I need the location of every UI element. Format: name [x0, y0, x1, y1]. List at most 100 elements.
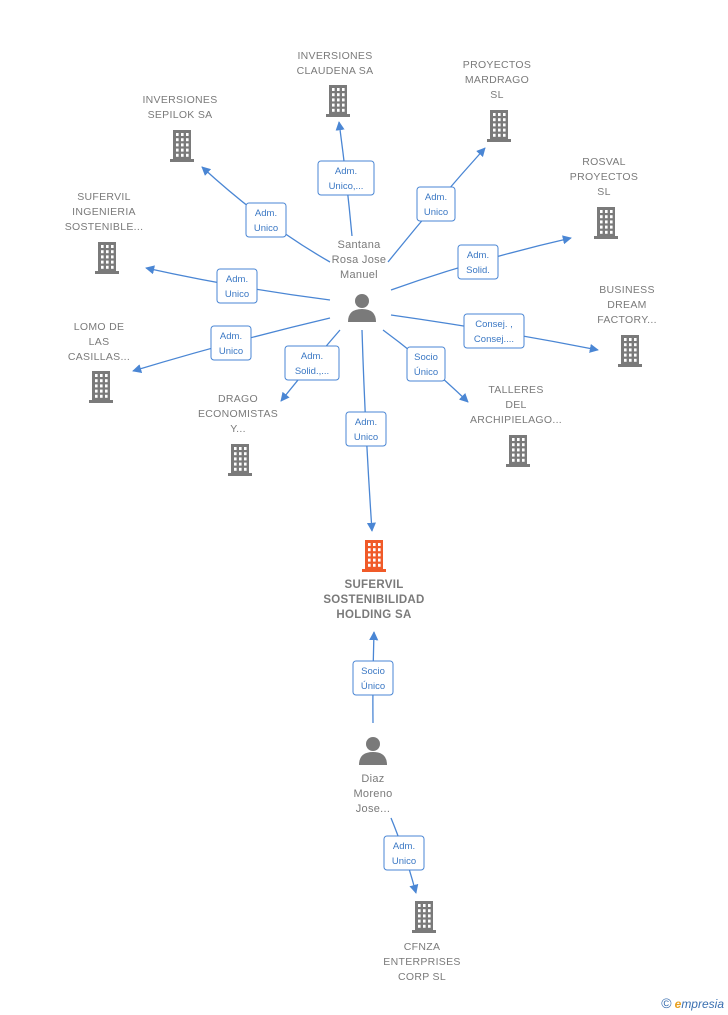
building-icon [618, 335, 642, 367]
relation-label-box [245, 202, 287, 238]
company-node-sufervil_holding[interactable]: SUFERVIL SOSTENIBILIDAD HOLDING SA [323, 540, 424, 621]
building-icon [362, 540, 386, 572]
node-label-line: Jose... [356, 803, 391, 815]
node-label-line: CLAUDENA SA [297, 65, 374, 77]
relation-label-line: Único [414, 367, 438, 378]
node-label-line: Y... [230, 423, 246, 435]
company-node-drago[interactable]: DRAGOECONOMISTASY... [198, 393, 278, 476]
node-label-line: Manuel [340, 269, 378, 281]
node-label-line: SOSTENIBILIDAD [323, 594, 424, 606]
node-label-line: MARDRAGO [465, 74, 529, 86]
node-label-line: SL [597, 186, 610, 198]
node-label-line: SL [490, 89, 503, 101]
relation-label[interactable]: Adm.Unico [345, 411, 387, 447]
relation-label[interactable]: Adm. Unico,... [317, 160, 375, 196]
node-label-line: SOSTENIBLE... [65, 221, 144, 233]
relation-label-line: Único [361, 681, 385, 692]
person-icon [359, 737, 387, 765]
node-label-line: ARCHIPIELAGO... [470, 414, 562, 426]
node-label-line: INVERSIONES [297, 50, 372, 62]
relation-label-line: Adm. [355, 417, 377, 428]
relation-label-box [210, 325, 252, 361]
relation-label-line: Adm. [226, 274, 248, 285]
node-label-line: FACTORY... [597, 314, 657, 326]
relation-label-box [463, 313, 525, 349]
company-node-sufervil_ing[interactable]: SUFERVIL INGENIERIA SOSTENIBLE... [65, 191, 144, 274]
relation-label-line: Solid. [466, 265, 490, 276]
node-label-line: INGENIERIA [72, 206, 136, 218]
brand-name: mpresia [681, 997, 724, 1011]
relation-label-line: Adm. [301, 351, 323, 362]
relation-label-line: Unico [254, 223, 278, 234]
node-label-line: ECONOMISTAS [198, 408, 278, 420]
company-node-lomo[interactable]: LOMO DE LAS CASILLAS... [68, 321, 130, 403]
node-label-line: DREAM [607, 299, 646, 311]
relation-label-line: Adm. [393, 841, 415, 852]
relation-label[interactable]: Adm.Solid.,... [284, 345, 340, 381]
node-label-line: LOMO DE [74, 321, 125, 333]
relation-label-line: Adm. [335, 166, 357, 177]
company-node-rosval[interactable]: ROSVAL PROYECTOS SL [570, 156, 638, 239]
relation-label-line: Adm. [425, 192, 447, 203]
node-label-line: PROYECTOS [570, 171, 638, 183]
company-node-mardrago[interactable]: PROYECTOS MARDRAGO SL [463, 59, 531, 142]
relation-label[interactable]: Adm. Unico [216, 268, 258, 304]
company-node-business_dream[interactable]: BUSINESSDREAMFACTORY... [597, 284, 657, 367]
relation-label-line: Adm. [220, 331, 242, 342]
node-label-line: SUFERVIL [344, 579, 403, 591]
relation-label-line: Adm. [467, 250, 489, 261]
person-node-diaz[interactable]: DiazMorenoJose... [353, 737, 392, 815]
building-icon [170, 130, 194, 162]
company-node-claudena[interactable]: INVERSIONES CLAUDENA SA [297, 50, 374, 117]
brand-logo: ©empresia [661, 995, 724, 1011]
relation-label-line: Socio [361, 666, 385, 677]
relation-label-box [352, 660, 394, 696]
building-icon [95, 242, 119, 274]
node-label-line: Rosa Jose [332, 254, 387, 266]
node-label-line: TALLERES [488, 384, 543, 396]
relation-label-line: Unico [225, 289, 249, 300]
node-label-line: ROSVAL [582, 156, 626, 168]
node-label-line: CFNZA [404, 941, 441, 953]
relation-label-box [406, 346, 446, 382]
company-node-talleres[interactable]: TALLERESDELARCHIPIELAGO... [470, 384, 562, 467]
relation-label[interactable]: Adm. Unico [210, 325, 252, 361]
relation-label-box [284, 345, 340, 381]
relation-label-line: Consej. , [475, 319, 513, 330]
node-label-line: Diaz [361, 773, 384, 785]
building-icon [506, 435, 530, 467]
relation-label[interactable]: Adm. Unico [416, 186, 456, 222]
node-label-line: SUFERVIL [77, 191, 131, 203]
node-label-line: Moreno [353, 788, 392, 800]
building-icon [228, 444, 252, 476]
node-label-line: SEPILOK SA [148, 109, 213, 121]
relation-label-line: Unico [424, 207, 448, 218]
relation-label-line: Adm. [255, 208, 277, 219]
copyright-icon: © [661, 995, 672, 1011]
relation-label-line: Unico,... [329, 181, 364, 192]
node-label-line: CASILLAS... [68, 351, 130, 363]
relation-label-line: Unico [392, 856, 416, 867]
relation-label-box [416, 186, 456, 222]
relation-label-box [317, 160, 375, 196]
relation-label[interactable]: Adm. Unico [245, 202, 287, 238]
relation-label[interactable]: Consej. , Consej.... [463, 313, 525, 349]
node-label-line: PROYECTOS [463, 59, 531, 71]
relation-label[interactable]: Adm. Solid. [457, 244, 499, 280]
building-icon [594, 207, 618, 239]
relation-label-box [345, 411, 387, 447]
person-icon [348, 294, 376, 322]
relation-label[interactable]: Adm. Unico [383, 835, 425, 871]
building-icon [89, 371, 113, 403]
relation-label-line: Consej.... [474, 334, 514, 345]
node-label-line: HOLDING SA [336, 609, 411, 621]
node-label-line: LAS [89, 336, 110, 348]
node-label-line: ENTERPRISES [383, 956, 460, 968]
relation-label-line: Unico [219, 346, 243, 357]
